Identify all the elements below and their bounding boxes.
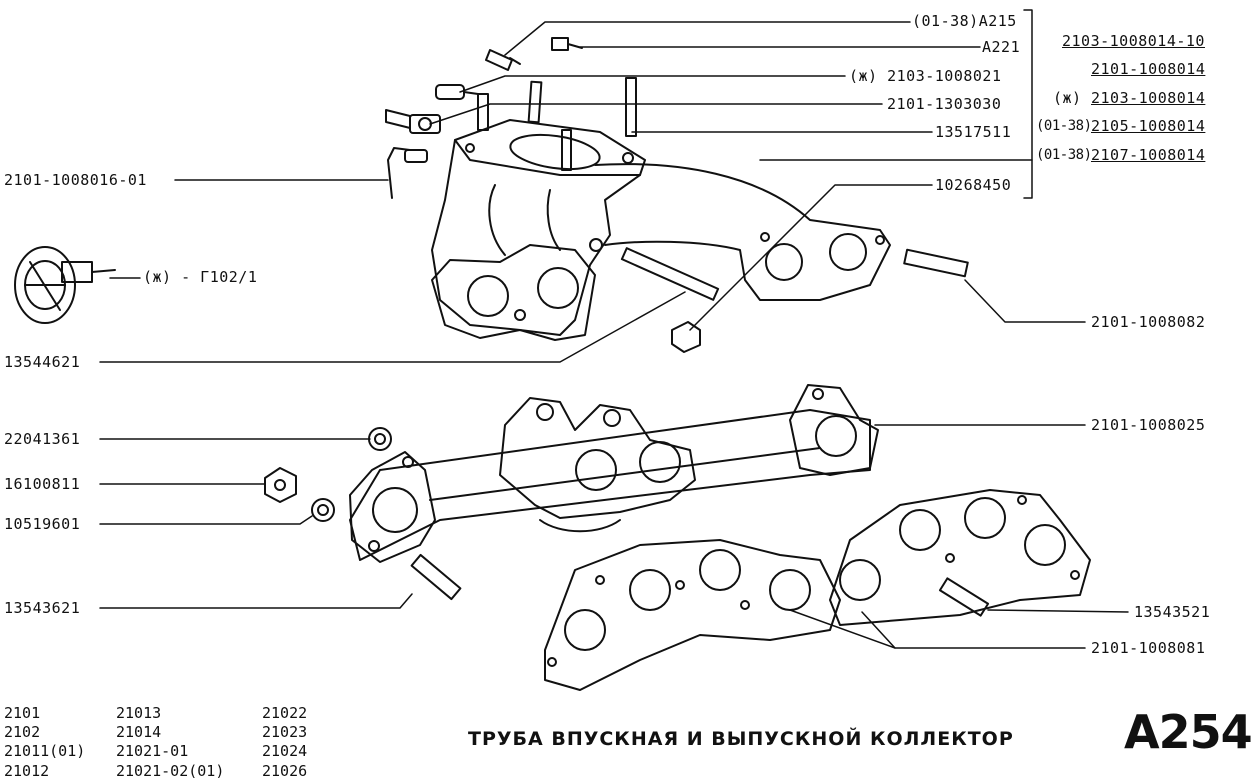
intake-hardware xyxy=(14,37,969,353)
callout-2101-1008025: 2101-1008025 xyxy=(1091,416,1206,434)
callout-10268450: 10268450 xyxy=(935,176,1012,194)
callout-13543521: 13543521 xyxy=(1134,603,1211,621)
diagram-title: ТРУБА ВПУСКНАЯ И ВЫПУСКНОЙ КОЛЛЕКТОР xyxy=(468,728,1014,750)
variant-2105-1008014: 2105-1008014 xyxy=(1091,117,1206,135)
callout-01-38-a215: (01-38)A215 xyxy=(912,12,1017,30)
callout-13517511: 13517511 xyxy=(935,123,1012,141)
model-item: 21011(01) xyxy=(4,742,86,760)
callout-13543621: 13543621 xyxy=(4,599,81,617)
variant-2103-1008014-10: 2103-1008014-10 xyxy=(1062,32,1205,50)
model-item: 21026 xyxy=(262,762,308,780)
model-item: 21013 xyxy=(116,704,162,722)
model-item: 21021-02(01) xyxy=(116,762,225,780)
model-item: 21014 xyxy=(116,723,162,741)
callout-a221: A221 xyxy=(982,38,1021,56)
model-item: 21012 xyxy=(4,762,50,780)
variant-prefix-01-38-b: (01-38) xyxy=(1036,147,1092,163)
variant-2101-1008014: 2101-1008014 xyxy=(1091,60,1206,78)
callout-2103-1008021: (ж) 2103-1008021 xyxy=(849,67,1002,85)
callout-2101-1008081: 2101-1008081 xyxy=(1091,639,1206,657)
callout-2101-1008016-01: 2101-1008016-01 xyxy=(4,171,147,189)
variant-2107-1008014: 2107-1008014 xyxy=(1091,146,1206,164)
callout-2101-1008082: 2101-1008082 xyxy=(1091,313,1206,331)
model-item: 21023 xyxy=(262,723,308,741)
intake-manifold xyxy=(431,77,891,341)
callout-g102-1: (ж) - Г102/1 xyxy=(143,268,258,286)
model-item: 2101 xyxy=(4,704,41,722)
manifold-gaskets xyxy=(544,489,1091,691)
callout-22041361: 22041361 xyxy=(4,430,81,448)
model-item: 21024 xyxy=(262,742,308,760)
callout-16100811: 16100811 xyxy=(4,475,81,493)
callout-13544621: 13544621 xyxy=(4,353,81,371)
model-item: 21022 xyxy=(262,704,308,722)
leader-lines xyxy=(99,9,1129,649)
variant-2103-1008014: 2103-1008014 xyxy=(1091,89,1206,107)
model-item: 21021-01 xyxy=(116,742,189,760)
variant-prefix-01-38-a: (01-38) xyxy=(1036,118,1092,134)
model-item: 2102 xyxy=(4,723,41,741)
variant-prefix-zh: (ж) xyxy=(1053,89,1082,107)
exhaust-manifold xyxy=(349,384,879,563)
page-code: A254 xyxy=(1124,705,1252,759)
callout-10519601: 10519601 xyxy=(4,515,81,533)
callout-2101-1303030: 2101-1303030 xyxy=(887,95,1002,113)
